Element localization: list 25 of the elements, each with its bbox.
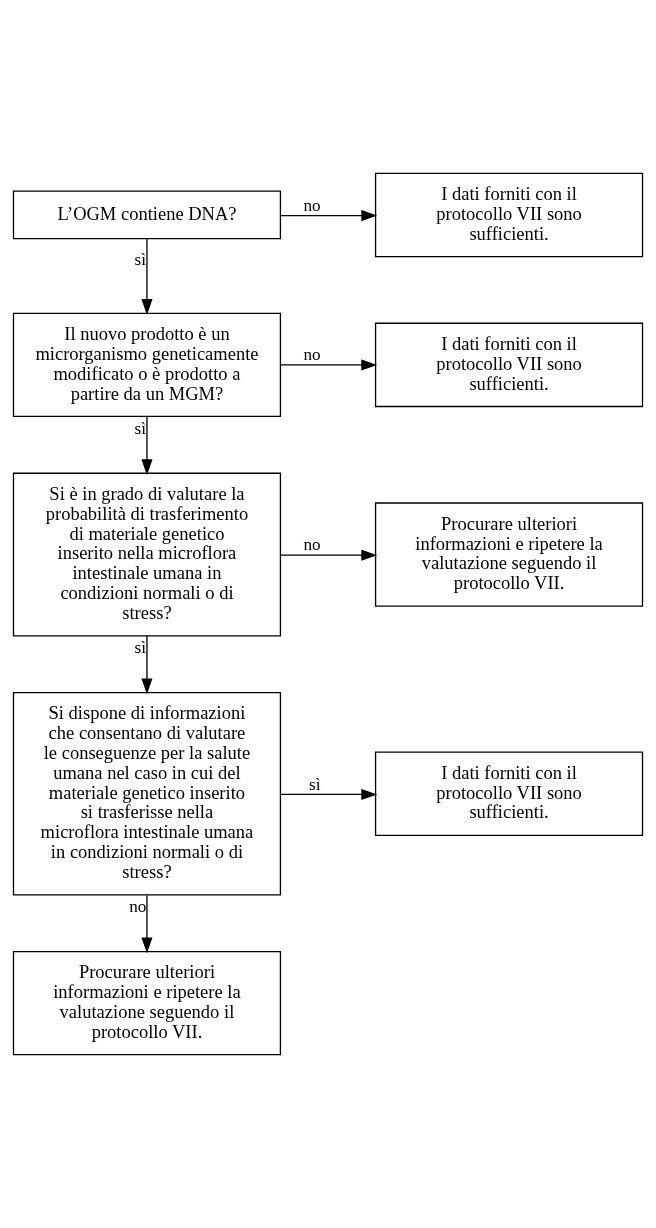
node-box: I dati forniti con il protocollo VII sono sufficienti.: [374, 751, 644, 836]
edge-label: no: [303, 345, 321, 365]
arrow: [141, 635, 153, 695]
edge-label: no: [129, 896, 147, 916]
arrow: [280, 549, 378, 561]
node-box: Procurare ulteriori informazioni e ripetere la valutazione seguendo il protocollo VII.: [12, 951, 282, 1056]
node-box: Si è in grado di valutare la probabilità di trasferimento di materiale genetico inserito nella microflora intestinale umana in condizioni normali o di stress?: [12, 472, 282, 637]
edge-label: no: [303, 195, 321, 215]
node-box: I dati forniti con il protocollo VII sono sufficienti.: [374, 172, 644, 258]
arrow: [141, 894, 153, 954]
edge-label: sì: [134, 637, 147, 657]
edge-label: no: [303, 535, 321, 555]
edge-label: sì: [309, 774, 321, 794]
arrow: [141, 238, 153, 315]
node-box: Il nuovo prodotto è un microrganismo geneticamente modificato o è prodotto a partire da un MGM?: [12, 312, 282, 418]
node-box: L’OGM contiene DNA?: [12, 190, 282, 240]
edge-label: sì: [134, 418, 147, 438]
arrow: [280, 210, 378, 222]
node-box: Procurare ulteriori informazioni e ripetere la valutazione seguendo il protocollo VII.: [374, 502, 644, 607]
arrow: [280, 788, 378, 800]
node-box: I dati forniti con il protocollo VII sono sufficienti.: [374, 322, 644, 408]
arrow: [141, 416, 153, 476]
arrow: [280, 359, 378, 371]
edge-label: sì: [134, 249, 147, 269]
node-box: Si dispone di informazioni che consentano di valutare le conseguenze per la salute umana nel caso in cui del materiale genetico inserito si trasferisse nella microflora intestinale umana in condizioni normali o di stress?: [12, 691, 282, 896]
